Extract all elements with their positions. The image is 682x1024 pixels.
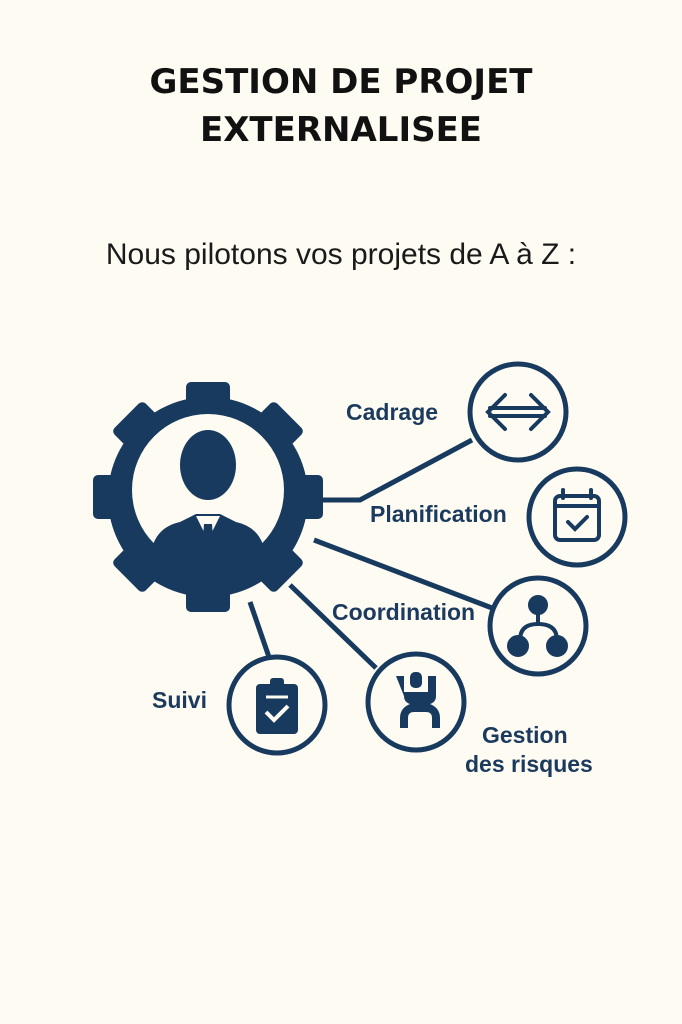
connector-gestion-risques bbox=[288, 583, 378, 670]
businessman-icon bbox=[150, 430, 266, 572]
calendar-check-icon bbox=[553, 488, 601, 542]
label-cadrage: Cadrage bbox=[346, 399, 438, 425]
connector-coordination bbox=[313, 537, 493, 611]
connector-suivi bbox=[247, 601, 273, 661]
hierarchy-nodes-icon bbox=[507, 595, 568, 657]
label-planification: Planification bbox=[370, 501, 507, 527]
node-planification-circle bbox=[526, 466, 628, 568]
figure-icon bbox=[396, 672, 440, 728]
subtitle: Nous pilotons vos projets de A à Z : bbox=[105, 238, 577, 271]
title-line-1: GESTION DE PROJET bbox=[149, 62, 533, 102]
label-gestion: Gestion bbox=[482, 722, 568, 748]
node-cadrage-circle bbox=[467, 361, 569, 463]
title-line-2: EXTERNALISEE bbox=[199, 110, 483, 150]
double-arrow-icon bbox=[485, 393, 551, 431]
label-coordination: Coordination bbox=[332, 599, 475, 625]
connector-cadrage bbox=[320, 437, 474, 503]
label-des-risques: des risques bbox=[465, 751, 593, 777]
label-suivi: Suivi bbox=[152, 687, 207, 713]
clipboard-check-icon bbox=[256, 678, 298, 734]
